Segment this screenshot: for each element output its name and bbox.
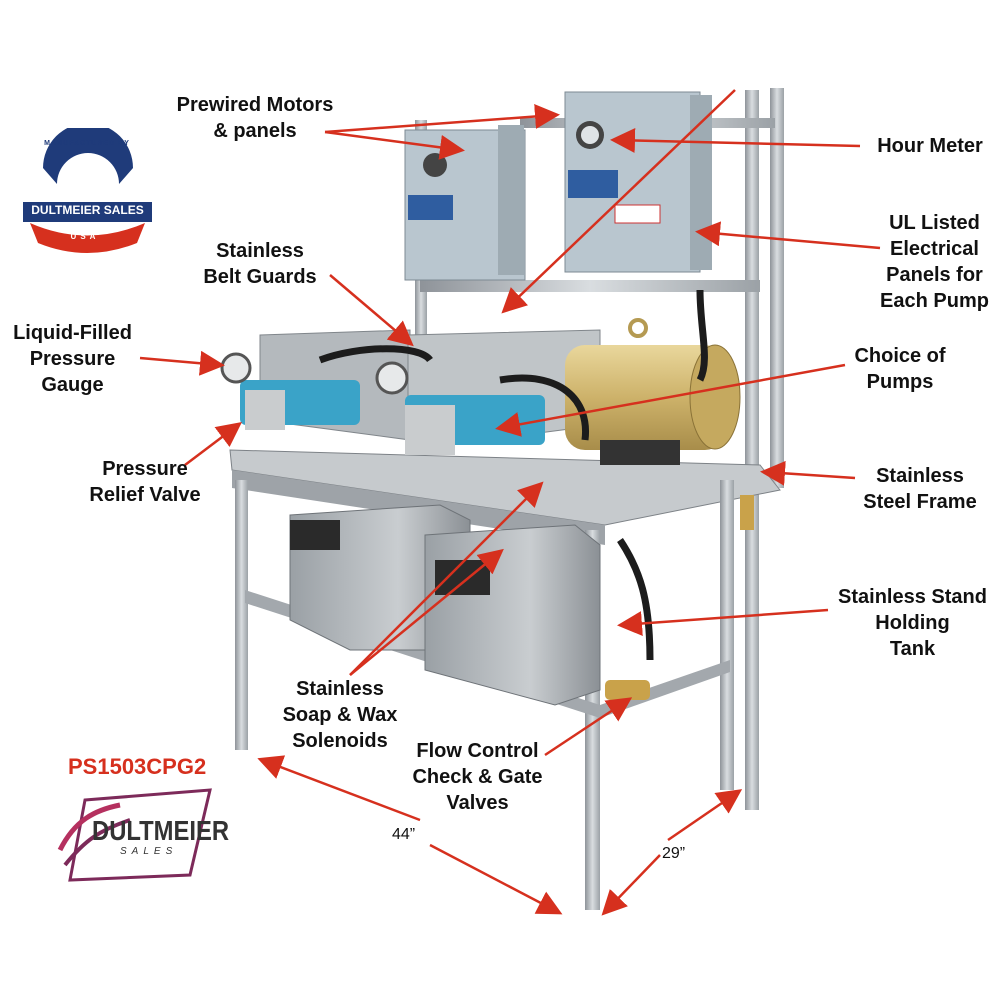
holding-tanks [289, 504, 601, 706]
flow-valves [605, 495, 754, 700]
depth-dimension: 29” [662, 845, 686, 862]
label-belt-guards: Stainless Belt Guards [203, 240, 317, 288]
pump-left [220, 352, 360, 430]
badge-name: DULTMEIER SALES [31, 203, 144, 217]
label-prewired-motors: Prewired Motors & panels [176, 94, 334, 142]
logo-sub: SALES [120, 846, 178, 857]
label-flow-control-valves: Flow Control Check & Gate Valves [412, 740, 543, 814]
callout-arrows [139, 89, 881, 916]
model-number: PS1503CPG2 [68, 754, 207, 779]
label-choice-of-pumps: Choice of Pumps [854, 345, 946, 393]
electrical-panel-left [404, 125, 526, 281]
label-pressure-gauge: Liquid-Filled Pressure Gauge [13, 322, 132, 396]
label-stand-holding-tank: Stainless Stand Holding Tank [838, 586, 987, 660]
badge-country: USA [70, 232, 100, 241]
logo-name: DULTMEIER [92, 815, 230, 846]
electrical-panel-right [564, 91, 712, 273]
hoses [318, 289, 708, 661]
label-steel-frame: Stainless Steel Frame [863, 465, 977, 513]
made-in-usa-badge [23, 128, 152, 253]
label-hour-meter: Hour Meter [877, 135, 983, 157]
dultmeier-logo [57, 788, 212, 882]
label-ul-listed-panels: UL Listed Electrical Panels for Each Pum… [880, 212, 989, 312]
width-dimension: 44” [392, 826, 416, 843]
badge-top-text: MANUFACTURED BY [44, 140, 130, 147]
label-pressure-relief-valve: Pressure Relief Valve [89, 458, 201, 506]
label-soap-wax-solenoids: Stainless Soap & Wax Solenoids [282, 678, 398, 752]
